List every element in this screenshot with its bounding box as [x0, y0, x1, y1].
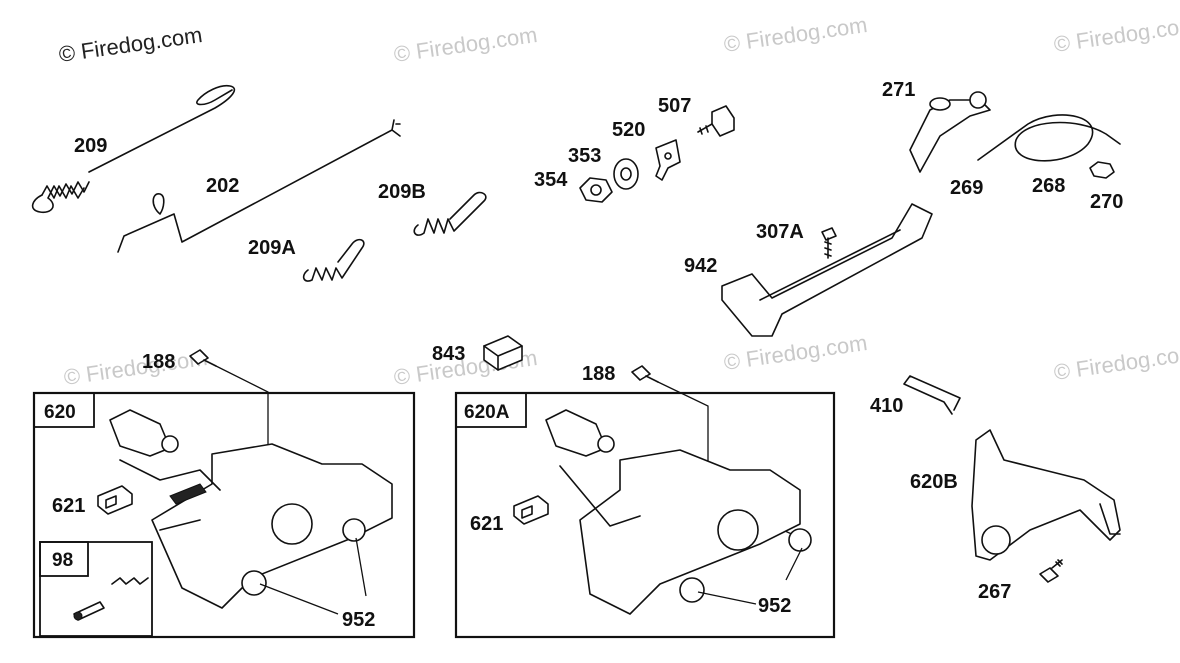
- assembly-620A-frame: [454, 391, 836, 639]
- part-209B-spring[interactable]: [413, 191, 487, 236]
- watermarks: © Firedog.com © Firedog.com © Firedog.co…: [57, 12, 1180, 390]
- part-620A-assembly[interactable]: [545, 409, 812, 615]
- part-620B-bracket[interactable]: [971, 429, 1121, 561]
- part-267-screw[interactable]: [1039, 559, 1063, 583]
- label-354: 354: [534, 169, 568, 191]
- part-268-269-cable[interactable]: [977, 114, 1121, 162]
- assembly-620-frame: [32, 391, 416, 639]
- label-942: 942: [684, 255, 717, 277]
- label-410: 410: [870, 395, 903, 417]
- label-268: 268: [1032, 175, 1065, 197]
- part-507-screw[interactable]: [697, 105, 735, 137]
- part-188-screw-left[interactable]: [189, 349, 217, 367]
- part-620-assembly[interactable]: [109, 409, 393, 609]
- label-98: 98: [52, 550, 73, 571]
- label-202: 202: [206, 175, 239, 197]
- label-270: 270: [1090, 191, 1123, 213]
- label-box-620A: [455, 392, 527, 428]
- watermark: © Firedog.com: [62, 345, 209, 390]
- label-267: 267: [978, 581, 1011, 603]
- watermark: © Firedog.com: [722, 12, 869, 57]
- part-307A-screw[interactable]: [821, 227, 837, 259]
- part-98-kit[interactable]: [73, 577, 149, 621]
- part-843-clip[interactable]: [483, 335, 523, 371]
- watermark: © Firedog.com: [1052, 340, 1180, 385]
- label-209A: 209A: [248, 237, 296, 259]
- label-620A: 620A: [464, 402, 510, 423]
- part-188-screw-right[interactable]: [631, 365, 659, 383]
- label-269: 269: [950, 177, 983, 199]
- part-520-bracket[interactable]: [655, 139, 681, 181]
- watermark: © Firedog.com: [57, 22, 204, 67]
- label-188-left: 188: [142, 351, 175, 373]
- part-410-rod[interactable]: [903, 375, 961, 415]
- part-942-bracket[interactable]: [721, 203, 933, 337]
- label-209B: 209B: [378, 181, 426, 203]
- label-520: 520: [612, 119, 645, 141]
- leader-line: [259, 537, 367, 615]
- label-307A: 307A: [756, 221, 804, 243]
- part-209A-spring[interactable]: [302, 238, 365, 282]
- label-353: 353: [568, 145, 601, 167]
- label-621-right: 621: [470, 513, 503, 535]
- part-621-right[interactable]: [513, 495, 549, 525]
- label-box-98: [39, 541, 89, 577]
- part-202-rod[interactable]: [117, 119, 401, 253]
- kit-98-frame: [39, 541, 153, 637]
- part-209-spring[interactable]: [31, 84, 236, 214]
- part-621-left[interactable]: [97, 485, 133, 515]
- part-271-lever[interactable]: [909, 91, 991, 173]
- label-620B: 620B: [910, 471, 958, 493]
- label-952-right: 952: [758, 595, 791, 617]
- watermark: © Firedog.com: [722, 330, 869, 375]
- part-354-nut[interactable]: [579, 177, 613, 203]
- watermark: © Firedog.com: [1052, 12, 1180, 57]
- label-271: 271: [882, 79, 915, 101]
- label-620: 620: [44, 402, 76, 423]
- label-box-620: [33, 392, 95, 428]
- label-952-left: 952: [342, 609, 375, 631]
- label-621-left: 621: [52, 495, 85, 517]
- label-209: 209: [74, 135, 107, 157]
- label-507: 507: [658, 95, 691, 117]
- part-labels: 209 202 209A 209B 354 353 520 507 271 26…: [44, 79, 1123, 631]
- leader-line: [697, 547, 803, 605]
- part-270-nut[interactable]: [1089, 161, 1115, 179]
- label-843: 843: [432, 343, 465, 365]
- watermark: © Firedog.com: [392, 22, 539, 67]
- label-188-right: 188: [582, 363, 615, 385]
- part-353-washer[interactable]: [613, 158, 639, 190]
